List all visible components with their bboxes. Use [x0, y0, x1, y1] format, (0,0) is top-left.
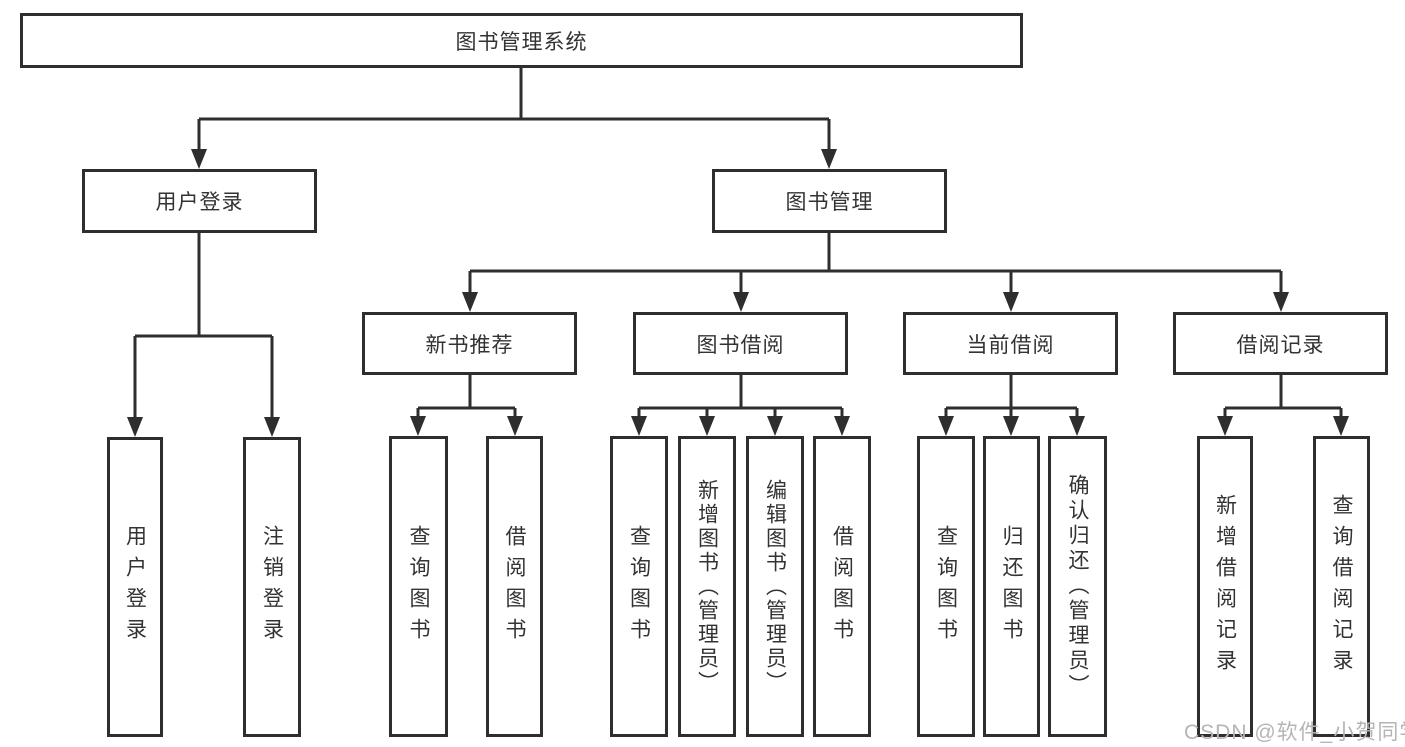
leaf-return-book: 归还图书: [983, 436, 1040, 737]
leaf-return-book-label: 归还图书: [1000, 524, 1023, 649]
leaf-query-books-current: 查询图书: [917, 436, 975, 737]
branch-book-management-label: 图书管理: [785, 191, 874, 214]
leaf-borrow-books-recommend-label: 借阅图书: [503, 524, 526, 649]
leaf-borrow-books-borrow: 借阅图书: [813, 436, 871, 737]
group-current-borrow: 当前借阅: [903, 312, 1118, 375]
node-root: 图书管理系统: [20, 13, 1023, 68]
leaf-query-books-borrow-label: 查询图书: [627, 524, 651, 649]
group-new-book-recommend-label: 新书推荐: [425, 333, 514, 357]
group-book-borrow: 图书借阅: [633, 312, 848, 375]
leaf-add-book-admin: 新增图书（管理员）: [678, 436, 736, 737]
group-book-borrow-label: 图书借阅: [696, 333, 785, 357]
leaf-query-books-current-label: 查询图书: [934, 524, 958, 649]
branch-user-login: 用户登录: [82, 169, 317, 233]
node-root-label: 图书管理系统: [455, 30, 588, 54]
leaf-add-book-admin-label: 新增图书（管理员）: [695, 478, 719, 695]
leaf-query-borrow-record: 查询借阅记录: [1313, 436, 1370, 737]
branch-user-login-label: 用户登录: [155, 191, 244, 214]
leaf-logout-label: 注销登录: [260, 525, 284, 649]
leaf-logout: 注销登录: [243, 437, 301, 737]
leaf-borrow-books-recommend: 借阅图书: [486, 436, 543, 737]
branch-book-management: 图书管理: [712, 169, 947, 233]
group-borrow-records: 借阅记录: [1173, 312, 1388, 375]
leaf-edit-book-admin: 编辑图书（管理员）: [746, 436, 804, 737]
leaf-edit-book-admin-label: 编辑图书（管理员）: [763, 478, 787, 695]
watermark: CSDN @软件_小贺同学: [1184, 721, 1405, 744]
leaf-query-books-recommend-label: 查询图书: [407, 524, 430, 649]
leaf-query-books-borrow: 查询图书: [610, 436, 668, 737]
leaf-confirm-return-admin: 确认归还（管理员）: [1048, 436, 1107, 737]
group-current-borrow-label: 当前借阅: [966, 333, 1055, 357]
leaf-confirm-return-admin-label: 确认归还（管理员）: [1066, 474, 1089, 699]
group-borrow-records-label: 借阅记录: [1236, 333, 1325, 357]
leaf-add-borrow-record: 新增借阅记录: [1197, 436, 1253, 737]
group-new-book-recommend: 新书推荐: [362, 312, 577, 375]
leaf-query-books-recommend: 查询图书: [389, 436, 448, 737]
leaf-add-borrow-record-label: 新增借阅记录: [1213, 493, 1237, 680]
leaf-user-login-label: 用户登录: [123, 525, 147, 649]
leaf-borrow-books-borrow-label: 借阅图书: [830, 524, 854, 649]
leaf-query-borrow-record-label: 查询借阅记录: [1330, 493, 1353, 680]
leaf-user-login: 用户登录: [107, 437, 163, 737]
